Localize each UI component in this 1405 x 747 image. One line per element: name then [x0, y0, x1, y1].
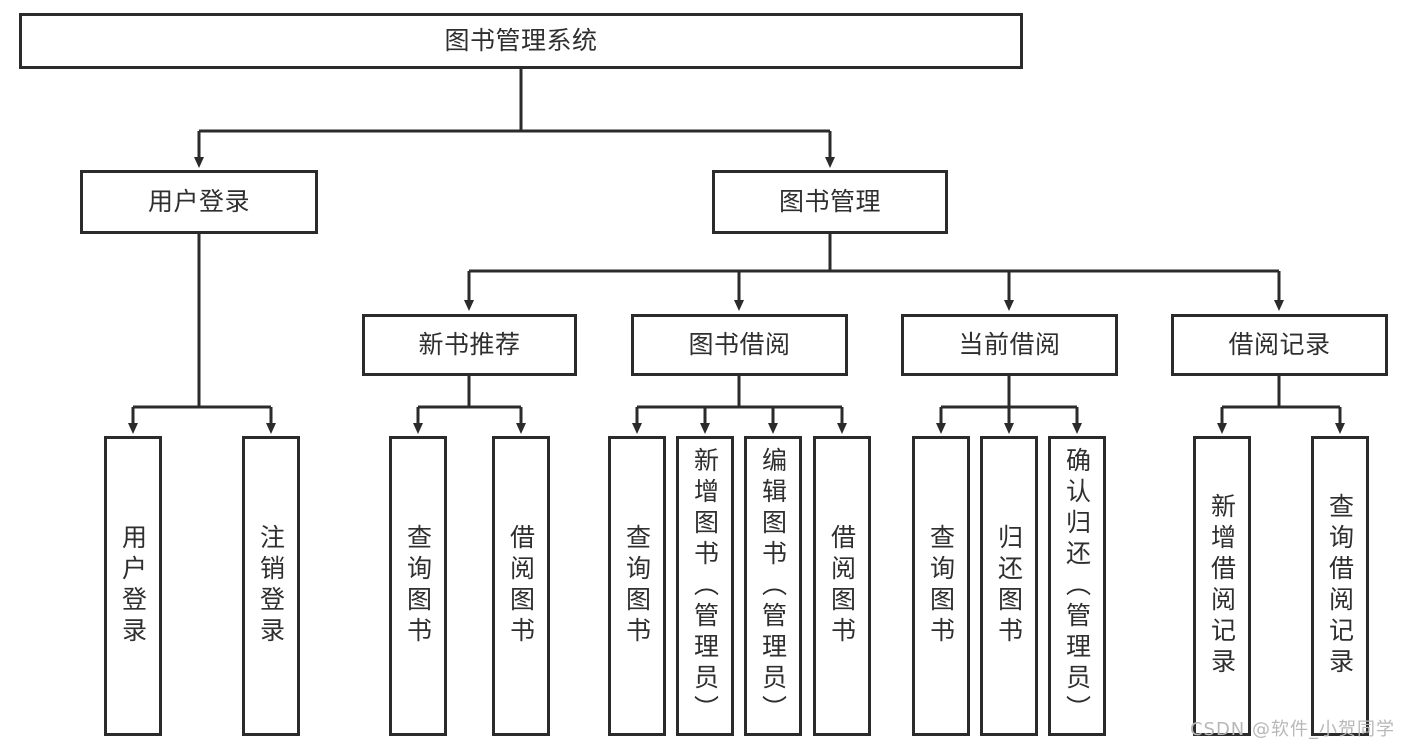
leaf-edit-book-admin[interactable]: 编辑图书（管理员）: [744, 436, 802, 736]
node-label: 借阅图书: [827, 524, 857, 648]
node-label: 借阅记录: [1228, 329, 1331, 359]
node-label: 用户登录: [147, 186, 250, 216]
node-label: 查询图书: [403, 524, 433, 648]
node-label: 查询图书: [622, 524, 652, 648]
node-label: 查询借阅记录: [1325, 493, 1355, 679]
node-book-borrow[interactable]: 图书借阅: [631, 314, 848, 376]
leaf-query-book-borrow[interactable]: 查询图书: [608, 436, 666, 736]
node-label: 新增图书（管理员）: [690, 446, 720, 726]
node-new-book-recommend[interactable]: 新书推荐: [362, 314, 577, 376]
node-label: 图书借阅: [688, 329, 791, 359]
node-book-management[interactable]: 图书管理: [712, 170, 948, 234]
leaf-query-book-current[interactable]: 查询图书: [912, 436, 970, 736]
node-label: 用户登录: [118, 524, 148, 648]
node-label: 编辑图书（管理员）: [758, 446, 788, 726]
node-label: 新增借阅记录: [1207, 493, 1237, 679]
node-label: 图书管理: [778, 186, 881, 216]
node-label: 新书推荐: [418, 329, 521, 359]
leaf-logout[interactable]: 注销登录: [242, 436, 300, 736]
node-borrow-record[interactable]: 借阅记录: [1171, 314, 1388, 376]
node-current-borrow[interactable]: 当前借阅: [901, 314, 1118, 376]
node-label: 注销登录: [256, 524, 286, 648]
node-label: 借阅图书: [506, 524, 536, 648]
node-label: 图书管理系统: [444, 25, 598, 55]
watermark-text: CSDN @软件_小贺同学: [1189, 719, 1395, 740]
node-root-system[interactable]: 图书管理系统: [19, 13, 1023, 69]
leaf-query-book-recommend[interactable]: 查询图书: [389, 436, 447, 736]
node-label: 归还图书: [994, 524, 1024, 648]
leaf-user-login[interactable]: 用户登录: [104, 436, 162, 736]
node-label: 查询图书: [926, 524, 956, 648]
leaf-confirm-return-admin[interactable]: 确认归还（管理员）: [1048, 436, 1106, 736]
leaf-add-book-admin[interactable]: 新增图书（管理员）: [676, 436, 734, 736]
leaf-add-borrow-record[interactable]: 新增借阅记录: [1193, 436, 1251, 736]
leaf-borrow-book-recommend[interactable]: 借阅图书: [492, 436, 550, 736]
leaf-return-book[interactable]: 归还图书: [980, 436, 1038, 736]
node-label: 当前借阅: [958, 329, 1061, 359]
leaf-borrow-book[interactable]: 借阅图书: [813, 436, 871, 736]
node-label: 确认归还（管理员）: [1062, 446, 1092, 726]
leaf-query-borrow-record[interactable]: 查询借阅记录: [1311, 436, 1369, 736]
node-user-login[interactable]: 用户登录: [80, 170, 318, 234]
